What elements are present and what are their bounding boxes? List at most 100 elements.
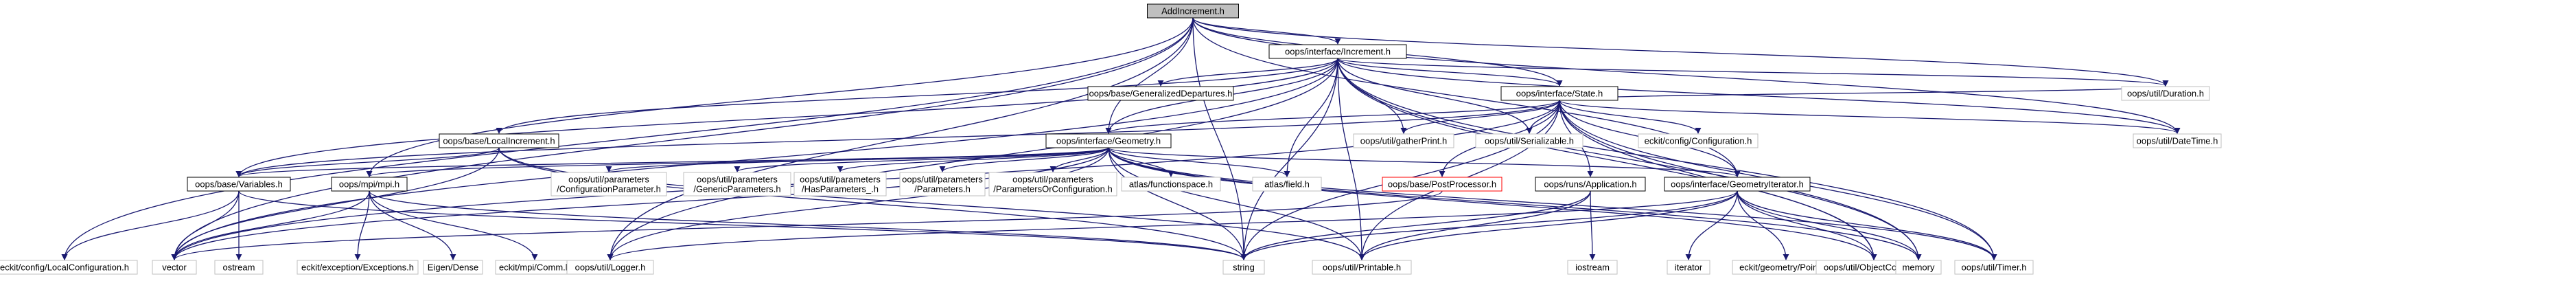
node-atlas-functionspace-label: atlas/functionspace.h	[1129, 179, 1213, 190]
node-generalized-departures-label: oops/base/GeneralizedDepartures.h	[1089, 89, 1233, 99]
node-datetime-box	[2133, 133, 2222, 148]
node-iostream-box	[1567, 260, 1618, 275]
edge-geometry-to-vector	[171, 147, 1109, 260]
edge-geometry_iterator-to-string	[1240, 190, 1738, 260]
node-increment-box	[1268, 44, 1407, 59]
edge-geometry-to-parameters	[939, 147, 1109, 172]
edge-application-to-string	[1240, 190, 1591, 260]
node-datetime-label: oops/util/DateTime.h	[2137, 136, 2218, 146]
node-iterator[interactable]: iterator	[1667, 260, 1710, 275]
edge-mpi-to-vector	[171, 190, 370, 260]
edge-increment-to-state	[1337, 58, 1563, 87]
node-variables[interactable]: oops/base/Variables.h	[187, 177, 291, 192]
node-atlas-functionspace[interactable]: atlas/functionspace.h	[1121, 177, 1221, 192]
edge-increment-to-duration	[1337, 58, 2169, 87]
node-has-parameters-label: oops/util/parameters	[800, 175, 881, 185]
node-application-label: oops/runs/Application.h	[1544, 179, 1636, 190]
edge-add_increment-to-duration	[1192, 17, 2169, 87]
node-application[interactable]: oops/runs/Application.h	[1535, 177, 1646, 192]
node-post-processor[interactable]: oops/base/PostProcessor.h	[1382, 177, 1502, 192]
node-eigen-dense[interactable]: Eigen/Dense	[423, 260, 483, 275]
node-eckit-configuration-label: eckit/config/Configuration.h	[1645, 136, 1752, 146]
node-layer: AddIncrement.h oops/interface/Increment.h…	[0, 3, 2222, 275]
node-parameters-or-configuration-box	[988, 172, 1117, 196]
node-printable[interactable]: oops/util/Printable.h	[1312, 260, 1412, 275]
node-state-label: oops/interface/State.h	[1516, 89, 1603, 99]
node-add-increment-label: AddIncrement.h	[1161, 6, 1225, 16]
node-ostream-label: ostream	[223, 262, 255, 273]
node-atlas-field[interactable]: atlas/field.h	[1252, 177, 1322, 192]
node-exceptions[interactable]: eckit/exception/Exceptions.h	[297, 260, 419, 275]
edge-increment-to-serializable	[1337, 58, 1533, 134]
edge-local_increment-to-printable	[498, 147, 1365, 260]
node-datetime[interactable]: oops/util/DateTime.h	[2133, 133, 2222, 148]
node-ostream[interactable]: ostream	[214, 260, 264, 275]
node-serializable-label: oops/util/Serializable.h	[1485, 136, 1574, 146]
node-post-processor-label: oops/base/PostProcessor.h	[1388, 179, 1496, 190]
node-increment[interactable]: oops/interface/Increment.h	[1268, 44, 1407, 59]
node-vector[interactable]: vector	[152, 260, 197, 275]
node-ostream-box	[214, 260, 264, 275]
edge-variables-to-string	[238, 190, 1247, 260]
node-memory-label: memory	[1903, 262, 1935, 273]
edge-geometry_iterator-to-object_counter	[1737, 190, 1877, 260]
node-memory[interactable]: memory	[1895, 260, 1942, 275]
edge-increment-to-generalized_departures	[1157, 58, 1338, 87]
edge-local_increment-to-vector	[171, 147, 500, 260]
node-post-processor-box	[1382, 177, 1502, 192]
node-gather-print[interactable]: oops/util/gatherPrint.h	[1353, 133, 1454, 148]
node-geometry-iterator[interactable]: oops/interface/GeometryIterator.h	[1664, 177, 1811, 192]
node-application-box	[1535, 177, 1646, 192]
node-eckit-configuration[interactable]: eckit/config/Configuration.h	[1638, 133, 1759, 148]
node-logger[interactable]: oops/util/Logger.h	[566, 260, 654, 275]
node-eigen-dense-box	[423, 260, 483, 275]
node-has-parameters[interactable]: oops/util/parameters/HasParameters_.h	[793, 172, 887, 196]
node-atlas-field-box	[1252, 177, 1322, 192]
node-exceptions-box	[297, 260, 419, 275]
edge-state-to-datetime	[1559, 100, 2181, 134]
edge-variables-to-local_configuration	[61, 190, 240, 260]
node-string[interactable]: string	[1222, 260, 1265, 275]
edge-layer	[61, 17, 2181, 260]
node-eckit-comm[interactable]: eckit/mpi/Comm.h	[495, 260, 575, 275]
edge-increment-to-timer	[1337, 58, 1997, 260]
node-serializable[interactable]: oops/util/Serializable.h	[1475, 133, 1583, 148]
node-timer[interactable]: oops/util/Timer.h	[1954, 260, 2034, 275]
node-logger-label: oops/util/Logger.h	[575, 262, 646, 273]
node-timer-box	[1954, 260, 2034, 275]
node-parameters-or-configuration[interactable]: oops/util/parameters/ParametersOrConfigu…	[988, 172, 1117, 196]
edge-state-to-variables	[235, 100, 1560, 177]
node-add-increment[interactable]: AddIncrement.h	[1147, 3, 1239, 19]
node-parameters-box	[899, 172, 986, 196]
edge-geometry_iterator-to-iterator	[1685, 190, 1738, 260]
node-printable-label: oops/util/Printable.h	[1323, 262, 1401, 273]
edge-increment-to-variables	[235, 58, 1338, 177]
node-generalized-departures[interactable]: oops/base/GeneralizedDepartures.h	[1087, 86, 1234, 101]
edge-geometry-to-memory	[1108, 147, 1922, 260]
node-duration[interactable]: oops/util/Duration.h	[2121, 86, 2210, 101]
node-parameters-or-configuration-label: oops/util/parameters	[1012, 175, 1093, 185]
node-configuration-parameter-label: oops/util/parameters	[568, 175, 649, 185]
edge-geometry-to-generic_parameters	[734, 147, 1109, 172]
node-generic-parameters[interactable]: oops/util/parameters/GenericParameters.h	[683, 172, 791, 196]
edge-mpi-to-eigen_dense	[369, 190, 456, 260]
node-eckit-configuration-box	[1638, 133, 1759, 148]
node-atlas-field-label: atlas/field.h	[1264, 179, 1310, 190]
edge-add_increment-to-geometry	[1105, 17, 1194, 134]
node-mpi[interactable]: oops/mpi/mpi.h	[331, 177, 408, 192]
node-local-increment-box	[439, 133, 559, 148]
node-duration-label: oops/util/Duration.h	[2127, 89, 2204, 99]
node-local-configuration[interactable]: eckit/config/LocalConfiguration.h	[0, 260, 138, 275]
edge-geometry-to-object_counter	[1108, 147, 1877, 260]
node-iostream[interactable]: iostream	[1567, 260, 1618, 275]
edge-geometry_iterator-to-printable	[1358, 190, 1738, 260]
node-state[interactable]: oops/interface/State.h	[1500, 86, 1618, 101]
node-mpi-label: oops/mpi/mpi.h	[339, 179, 399, 190]
node-iterator-box	[1667, 260, 1710, 275]
node-geometry[interactable]: oops/interface/Geometry.h	[1045, 133, 1172, 148]
node-configuration-parameter[interactable]: oops/util/parameters/ConfigurationParame…	[550, 172, 667, 196]
node-local-increment[interactable]: oops/base/LocalIncrement.h	[439, 133, 559, 148]
node-parameters[interactable]: oops/util/parameters/Parameters.h	[899, 172, 986, 196]
node-point2[interactable]: eckit/geometry/Point2.h	[1732, 260, 1840, 275]
node-timer-label: oops/util/Timer.h	[1962, 262, 2027, 273]
